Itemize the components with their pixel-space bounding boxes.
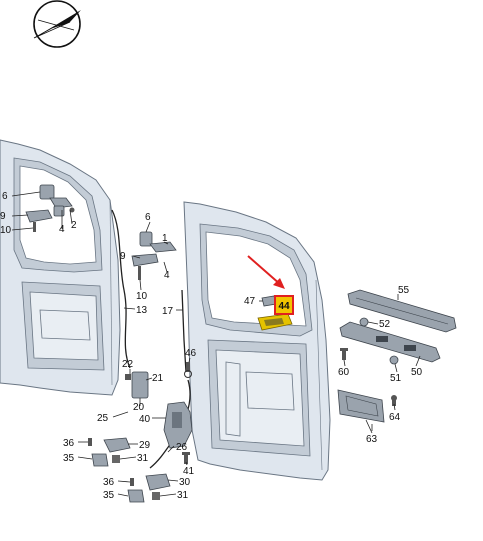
- callout-44-highlight: 44: [274, 295, 294, 315]
- left-upper-hinge: [39, 184, 75, 213]
- right-rear-door: [183, 201, 331, 481]
- callout-44: 44: [278, 301, 290, 312]
- callout-36: 36: [63, 438, 75, 449]
- callout-6: 6: [2, 191, 8, 202]
- callout-50: 50: [411, 367, 423, 378]
- bolt-41: [182, 452, 190, 464]
- screw-64: [391, 395, 397, 406]
- middle-upper-hinge: [139, 231, 177, 253]
- left-lower-hinge: [25, 205, 65, 232]
- handle-20: [125, 371, 149, 399]
- screw-60: [340, 348, 348, 360]
- callout-25: 25: [97, 413, 109, 424]
- callout-31: 31: [137, 453, 149, 464]
- callout-63: 63: [366, 434, 378, 445]
- callout-6b: 6: [145, 212, 151, 223]
- left-rear-door: [0, 139, 121, 396]
- part-47: [261, 295, 277, 307]
- callout-1: 1: [162, 233, 168, 244]
- striker-35b: [127, 489, 160, 503]
- callout-20: 20: [133, 402, 145, 413]
- callout-35b: 35: [103, 490, 115, 501]
- callout-60: 60: [338, 367, 350, 378]
- rod-17: [181, 289, 187, 373]
- callout-21: 21: [152, 373, 164, 384]
- callout-10: 10: [0, 225, 12, 236]
- callout-64: 64: [389, 412, 401, 423]
- callout-46: 46: [185, 348, 197, 359]
- part-46-sleeve: [184, 362, 192, 378]
- callout-30: 30: [179, 477, 191, 488]
- callout-17: 17: [162, 306, 174, 317]
- callout-4b: 4: [164, 270, 170, 281]
- bracket-30: [130, 473, 171, 491]
- callout-9b: 9: [120, 251, 126, 262]
- callout-55: 55: [398, 285, 410, 296]
- callout-51: 51: [390, 373, 402, 384]
- callout-4: 4: [59, 224, 65, 235]
- bracket-29: [88, 437, 131, 453]
- callout-13: 13: [136, 305, 148, 316]
- lock-40: [163, 401, 193, 449]
- clip-52: [359, 317, 369, 327]
- callout-22: 22: [122, 359, 134, 370]
- trim-strip-55: [347, 289, 457, 333]
- callout-35: 35: [63, 453, 75, 464]
- clip-51: [389, 355, 399, 365]
- callout-40: 40: [139, 414, 151, 425]
- callout-29: 29: [139, 440, 151, 451]
- red-pointer-arrow: [247, 255, 285, 289]
- callout-2: 2: [71, 220, 77, 231]
- striker-35: [91, 453, 120, 467]
- callout-52: 52: [379, 319, 391, 330]
- callout-9: 9: [0, 211, 6, 222]
- callout-47: 47: [244, 296, 256, 307]
- leader-lines: [11, 191, 421, 497]
- callout-10b: 10: [136, 291, 148, 302]
- callout-41: 41: [183, 466, 195, 477]
- compass-logo-icon: [33, 0, 81, 48]
- trim-strip-50: [339, 321, 441, 363]
- cable-13: [111, 209, 131, 369]
- inner-handle-44: [257, 313, 293, 331]
- callout-26: 26: [176, 442, 188, 453]
- plate-63: [337, 389, 385, 423]
- callout-31b: 31: [177, 490, 189, 501]
- callout-36b: 36: [103, 477, 115, 488]
- middle-lower-hinge: [131, 253, 159, 280]
